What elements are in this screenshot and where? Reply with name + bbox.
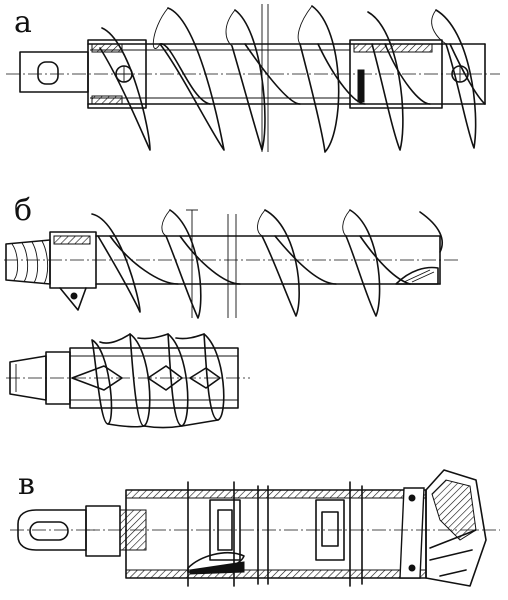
auger-v (10, 469, 500, 587)
auger-a-shaft-stub (19, 51, 89, 93)
auger-b-flight-2 (165, 209, 202, 319)
auger-a-flight-4 (367, 11, 404, 151)
auger-v-tube (125, 489, 427, 579)
auger-a-pin-hole (37, 61, 59, 85)
auger-v-pin-slot (29, 521, 69, 541)
auger-b-spring (6, 333, 250, 429)
auger-b (4, 209, 460, 319)
label-b: б (14, 193, 33, 228)
auger-a-flight-2 (231, 9, 266, 151)
auger-b-end-blade (395, 266, 439, 285)
auger-b-flight-3 (261, 209, 300, 317)
label-v: в (18, 467, 35, 502)
label-a: а (14, 5, 32, 40)
auger-a (6, 4, 500, 153)
auger-a-flight-1 (99, 27, 151, 151)
auger-a-flight-5 (435, 9, 477, 149)
auger-v-cutting-head (425, 469, 487, 587)
auger-a-flight-3 (299, 5, 340, 153)
auger-b-spring-coil-1 (91, 339, 113, 425)
auger-b-flight-4 (345, 209, 381, 317)
auger-b-threaded-end (5, 239, 51, 285)
auger-b-flight-1 (91, 213, 141, 313)
